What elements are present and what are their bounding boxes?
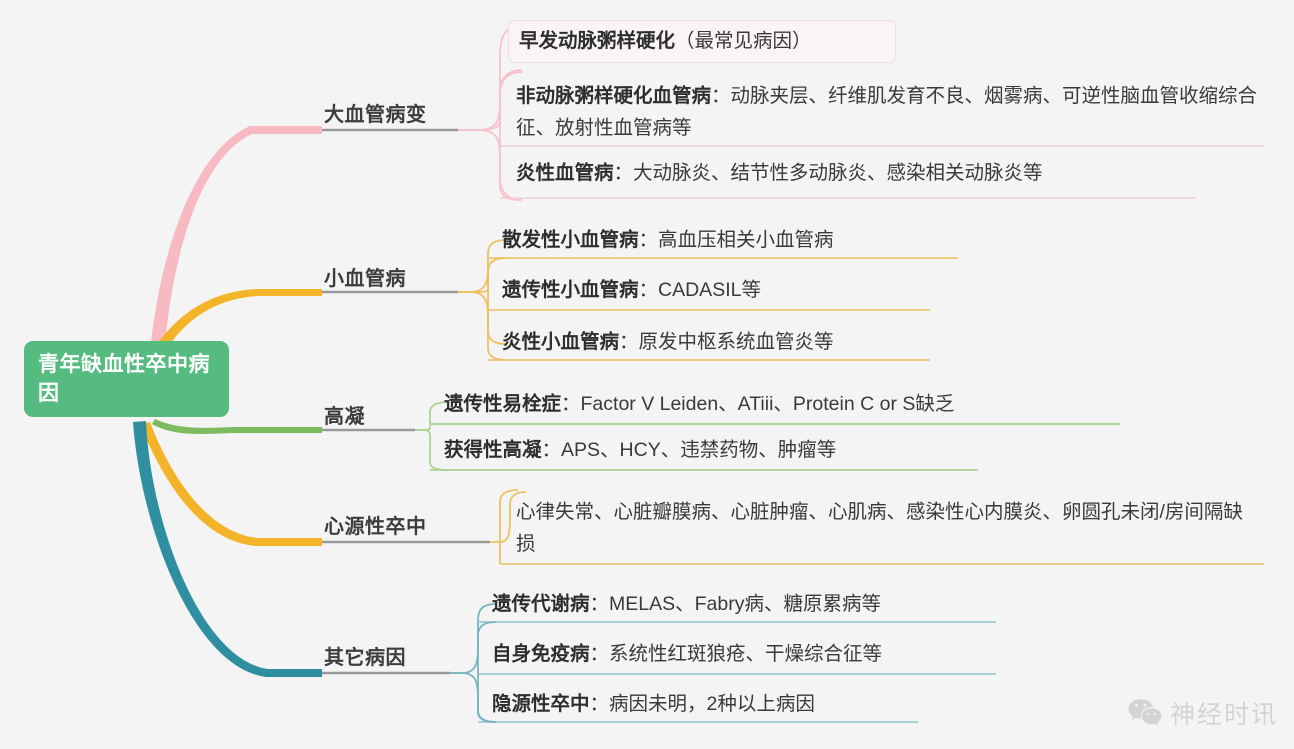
trunk-large-vessel (150, 126, 322, 355)
leaf-acquired-hypercoagulable[interactable]: 获得性高凝：APS、HCY、违禁药物、肿瘤等 (436, 432, 996, 469)
leaf-detail: ：APS、HCY、违禁药物、肿瘤等 (541, 439, 837, 461)
leaf-non-atherosclerotic-vasculopathy[interactable]: 非动脉粥样硬化血管病：动脉夹层、纤维肌发育不良、烟雾病、可逆性脑血管收缩综合征、… (508, 78, 1268, 147)
trunk-cardioembolic (140, 422, 322, 546)
leaf-early-atherosclerosis[interactable]: 早发动脉粥样硬化（最常见病因） (508, 20, 896, 63)
leaf-inflammatory-vasculopathy[interactable]: 炎性血管病：大动脉炎、结节性多动脉炎、感染相关动脉炎等 (508, 155, 1208, 192)
branch-label-large-vessel[interactable]: 大血管病变 (324, 104, 427, 126)
leaf-detail: ：Factor V Leiden、ATiii、Protein C or S缺乏 (561, 393, 955, 415)
leaf-detail: ：高血压相关小血管病 (638, 229, 834, 251)
branch-label-hypercoagulable[interactable]: 高凝 (324, 406, 365, 428)
leaf-title: 散发性小血管病 (502, 229, 639, 251)
leaf-title: 遗传性小血管病 (502, 279, 639, 301)
leaf-detail: ：动脉夹层、纤维肌发育不良、烟雾病、可逆性脑血管收缩综合征、放射性血管病等 (516, 85, 1258, 139)
watermark: 神经时讯 (1128, 695, 1278, 731)
leaf-detail: （最常见病因） (675, 30, 812, 52)
leaf-title: 遗传性易栓症 (444, 393, 562, 415)
leaf-cryptogenic[interactable]: 隐源性卒中：病因未明，2种以上病因 (484, 686, 1004, 723)
leaf-detail: ：病因未明，2种以上病因 (589, 693, 815, 715)
leaf-cardioembolic-detail[interactable]: 心律失常、心脏瓣膜病、心脏肿瘤、心肌病、感染性心内膜炎、卵圆孔未闭/房间隔缺损 (508, 494, 1268, 563)
leaf-sporadic-small-vessel[interactable]: 散发性小血管病：高血压相关小血管病 (494, 222, 964, 259)
branch-label-cardioembolic[interactable]: 心源性卒中 (324, 516, 427, 538)
leaf-title: 遗传代谢病 (492, 593, 590, 615)
wechat-icon (1128, 699, 1162, 726)
leaf-title: 自身免疫病 (492, 643, 590, 665)
leaf-detail: ：系统性红斑狼疮、干燥综合征等 (589, 643, 883, 665)
leaf-title: 获得性高凝 (444, 439, 542, 461)
leaf-detail: 心律失常、心脏瓣膜病、心脏肿瘤、心肌病、感染性心内膜炎、卵圆孔未闭/房间隔缺损 (516, 501, 1243, 555)
leaf-detail: ：原发中枢系统血管炎等 (619, 331, 834, 353)
leaf-detail: ：CADASIL等 (638, 279, 761, 301)
leaf-autoimmune[interactable]: 自身免疫病：系统性红斑狼疮、干燥综合征等 (484, 636, 1004, 673)
leaf-hereditary-small-vessel[interactable]: 遗传性小血管病：CADASIL等 (494, 272, 964, 309)
leaf-inherited-metabolic[interactable]: 遗传代谢病：MELAS、Fabry病、糖原累病等 (484, 586, 1004, 623)
watermark-text: 神经时讯 (1169, 701, 1278, 729)
leaf-title: 炎性血管病 (516, 162, 614, 184)
leaf-title: 炎性小血管病 (502, 331, 620, 353)
root-node[interactable]: 青年缺血性卒中病因 (24, 341, 229, 417)
leaf-detail: ：大动脉炎、结节性多动脉炎、感染相关动脉炎等 (613, 162, 1043, 184)
leaf-detail: ：MELAS、Fabry病、糖原累病等 (589, 593, 881, 615)
branch-label-small-vessel[interactable]: 小血管病 (324, 268, 406, 290)
leaf-inflammatory-small-vessel[interactable]: 炎性小血管病：原发中枢系统血管炎等 (494, 324, 964, 361)
trunk-other-causes (133, 421, 322, 677)
leaf-title: 隐源性卒中 (492, 693, 590, 715)
leaf-hereditary-thrombophilia[interactable]: 遗传性易栓症：Factor V Leiden、ATiii、Protein C o… (436, 386, 1136, 423)
trunk-hypercoagulable (152, 419, 322, 435)
leaf-title: 非动脉粥样硬化血管病 (516, 85, 712, 107)
leaf-title: 早发动脉粥样硬化 (519, 30, 676, 52)
branch-label-other-causes[interactable]: 其它病因 (324, 647, 406, 669)
